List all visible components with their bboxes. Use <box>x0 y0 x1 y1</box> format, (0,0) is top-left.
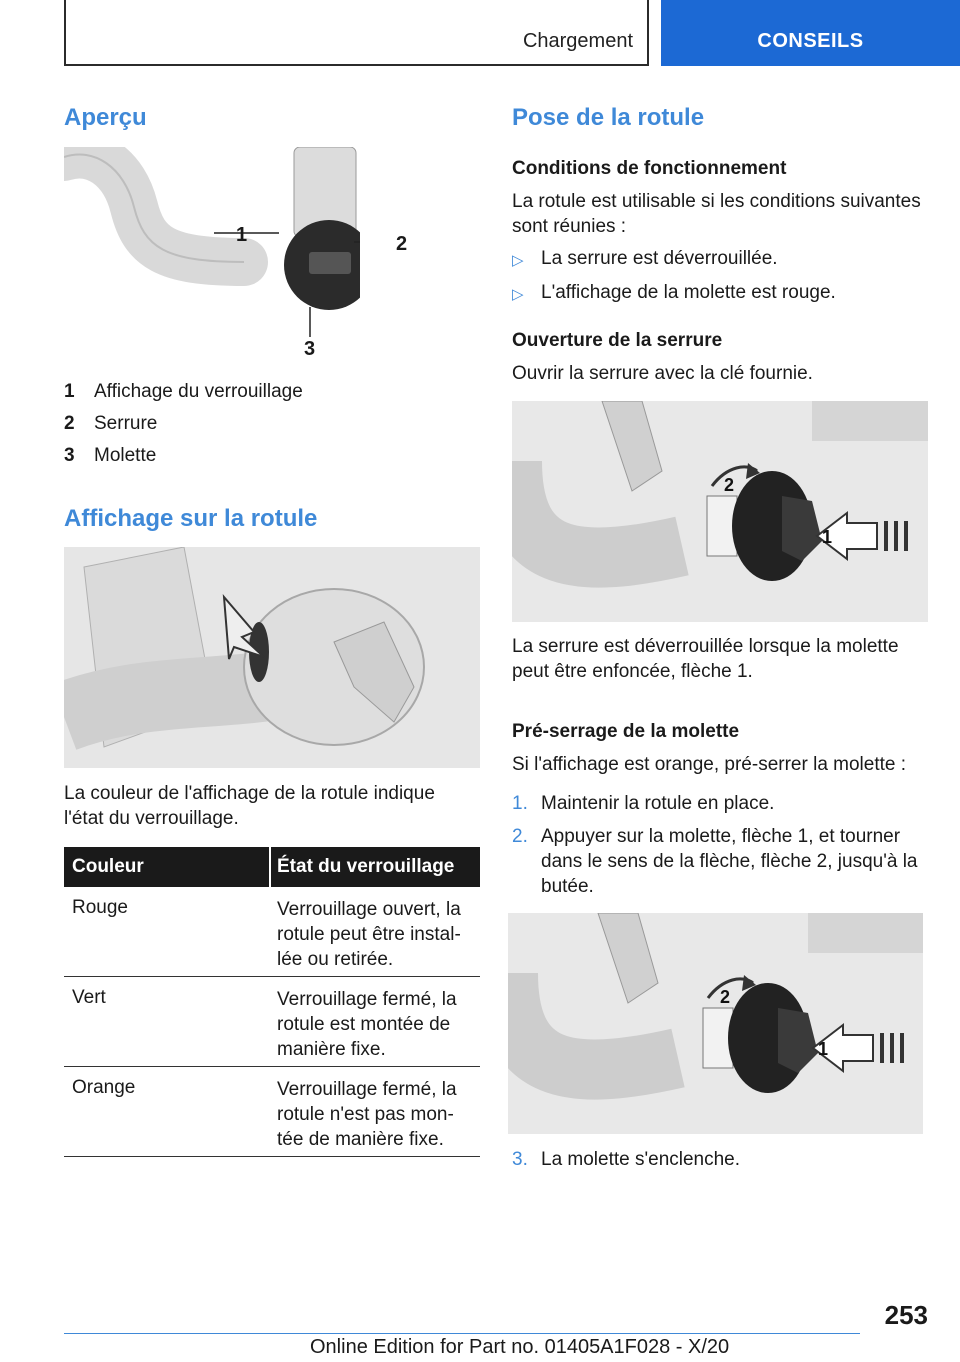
ouverture-title: Ouverture de la serrure <box>512 330 723 351</box>
affichage-text-line: La couleur de l'affichage de la rotule i… <box>64 783 435 804</box>
footer-divider <box>64 1333 860 1334</box>
overview-figure: 1 3 <box>64 147 360 363</box>
state-line: Verrouillage fermé, la <box>277 1079 457 1100</box>
figure-label-3: 3 <box>304 338 315 360</box>
legend-num: 3 <box>64 445 75 466</box>
table-cell-color: Orange <box>72 1077 136 1098</box>
indicator-figure <box>64 547 480 768</box>
step-num: 1. <box>512 793 528 814</box>
state-line: Verrouillage ouvert, la <box>277 899 461 920</box>
header-chapter-box: Chargement <box>64 0 649 66</box>
apercu-title: Aperçu <box>64 104 147 131</box>
page-number: 253 <box>884 1300 928 1330</box>
table-cell-state: Verrouillage fermé, la rotule est montée… <box>277 987 477 1062</box>
state-line: rotule peut être instal- <box>277 924 461 945</box>
header-section: CONSEILS <box>757 30 864 52</box>
bullet-text: L'affichage de la molette est rouge. <box>541 282 836 303</box>
arrow-label-2: 2 <box>724 475 734 495</box>
header-chapter: Chargement <box>522 30 633 52</box>
affichage-title: Affichage sur la rotule <box>64 505 318 532</box>
header-section-tab[interactable]: CONSEILS <box>661 0 960 66</box>
step-num: 2. <box>512 826 528 847</box>
table-header-color: Couleur <box>64 847 269 887</box>
legend-num: 2 <box>64 413 75 434</box>
figure-label-2: 2 <box>396 233 408 255</box>
affichage-text: La couleur de l'affichage de la rotule i… <box>64 781 480 831</box>
table-cell-color: Vert <box>72 987 106 1008</box>
table-row: Vert Verrouillage fermé, la rotule est m… <box>64 977 480 1067</box>
conditions-text-line: sont réunies : <box>512 216 627 237</box>
unlock-text-line: peut être enfoncée, flèche 1. <box>512 661 753 682</box>
step-text: Maintenir la rotule en place. <box>541 793 775 814</box>
table-row: Orange Verrouillage fermé, la rotule n'e… <box>64 1067 480 1157</box>
arrow-label-1: 1 <box>818 1039 828 1059</box>
step-num: 3. <box>512 1149 528 1170</box>
arrow-label-1: 1 <box>822 527 832 547</box>
table-cell-state: Verrouillage ouvert, la rotule peut être… <box>277 897 477 972</box>
preserrage-text: Si l'affichage est orange, pré-serrer la… <box>512 754 907 775</box>
legend-text: Serrure <box>94 413 158 434</box>
affichage-text-line: l'état du verrouillage. <box>64 808 239 829</box>
pose-title: Pose de la rotule <box>512 104 705 131</box>
bullet-marker: ▷ <box>512 286 524 303</box>
table-cell-color: Rouge <box>72 897 128 918</box>
state-line: manière fixe. <box>277 1039 386 1060</box>
state-line: rotule est montée de <box>277 1014 451 1035</box>
ouverture-text: Ouvrir la serrure avec la clé fournie. <box>512 363 813 384</box>
conditions-text-line: La rotule est utilisable si les conditio… <box>512 191 921 212</box>
step-text: Appuyer sur la molette, flèche 1, et tou… <box>541 826 918 897</box>
table-cell-state: Verrouillage fermé, la rotule n'est pas … <box>277 1077 477 1152</box>
preserrage-title: Pré-serrage de la molette <box>512 721 740 742</box>
legend-num: 1 <box>64 381 75 402</box>
bullet-marker: ▷ <box>512 252 524 269</box>
preserrage-figure: 2 1 <box>508 913 923 1134</box>
legend-text: Affichage du verrouillage <box>94 381 303 402</box>
step-text: La molette s'enclenche. <box>541 1149 741 1170</box>
legend-text: Molette <box>94 445 157 466</box>
arrow-label-2: 2 <box>720 987 730 1007</box>
unlock-figure: 2 1 <box>512 401 928 622</box>
bullet-text: La serrure est déverrouillée. <box>541 248 778 269</box>
table-header-state: État du verrouillage <box>271 847 480 887</box>
conditions-title: Conditions de fonctionnement <box>512 158 787 179</box>
conditions-text: La rotule est utilisable si les conditio… <box>512 189 928 239</box>
figure-label-1: 1 <box>236 224 247 246</box>
table-row: Rouge Verrouillage ouvert, la rotule peu… <box>64 887 480 977</box>
state-line: rotule n'est pas mon- <box>277 1104 454 1125</box>
unlock-text: La serrure est déverrouillée lorsque la … <box>512 634 928 684</box>
state-line: lée ou retirée. <box>277 949 394 970</box>
footer-edition: Online Edition for Part no. 01405A1F028 … <box>310 1336 730 1358</box>
state-line: Verrouillage fermé, la <box>277 989 457 1010</box>
state-line: tée de manière fixe. <box>277 1129 444 1150</box>
unlock-text-line: La serrure est déverrouillée lorsque la … <box>512 636 899 657</box>
